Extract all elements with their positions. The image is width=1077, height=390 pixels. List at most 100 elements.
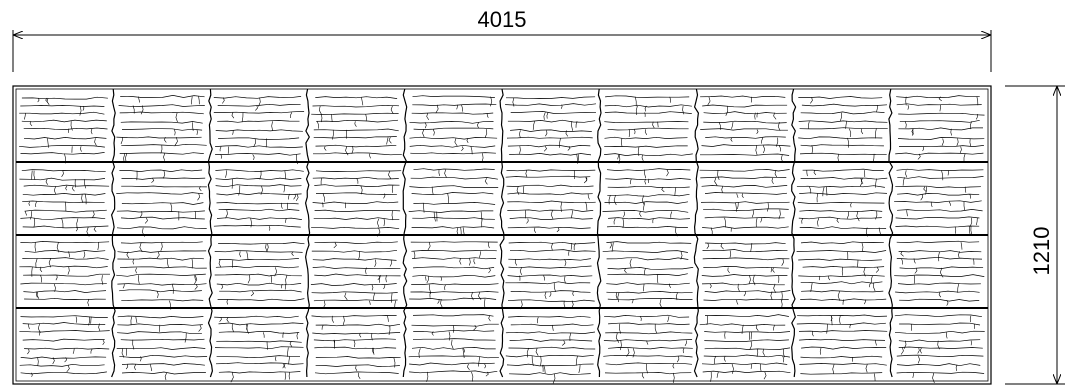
stone-crack [391,210,394,221]
stone-course-line [218,137,300,140]
stone-crack [976,113,978,120]
stone-course-line [120,121,203,124]
stone-course-line [22,193,106,196]
stone-crack [68,128,70,133]
stone-crack [460,227,462,235]
stone-course-line [509,217,593,220]
stone-course-line [216,340,302,343]
stone-course-line [215,145,303,148]
panel-column-joint [110,88,116,378]
stone-crack [83,251,86,259]
stone-crack [194,275,198,285]
stone-crack [628,129,631,138]
stone-crack [948,201,951,206]
stone-crack [756,129,759,134]
stone-crack [727,267,730,274]
stone-crack [166,258,169,268]
stone-course-line [894,200,982,203]
stone-crack [282,363,285,369]
stone-crack [140,211,143,218]
stone-crack [519,266,522,276]
stone-course-line [215,184,302,188]
stone-crack [860,178,864,185]
stone-crack [710,371,712,382]
stone-course-line [119,152,204,155]
stone-course-line [313,217,400,221]
stone-crack [90,348,93,354]
stone-crack [72,348,75,354]
stone-crack [35,201,37,208]
stone-course-line [119,169,203,172]
stone-course-line [505,281,591,285]
stone-crack [837,291,841,301]
stone-course-line [215,362,304,365]
stone-crack [737,283,740,292]
stone-crack [461,146,464,152]
stone-course-line [798,216,882,220]
stone-course-line [23,273,110,277]
stone-crack [385,275,387,283]
stone-crack [750,242,753,252]
stone-crack [865,364,868,373]
stone-crack [484,178,488,185]
stone-crack [230,372,234,383]
stone-course-line [120,241,203,244]
stone-crack [659,299,663,309]
stone-course-line [314,273,401,277]
stone-crack [534,227,536,234]
stone-crack [652,121,655,129]
stone-crack [37,97,40,103]
stone-crack [232,130,234,135]
stone-course-line [21,169,106,173]
stone-course-line [607,267,694,270]
stone-crack [836,217,839,223]
stone-crack [904,121,907,129]
stone-crack [841,267,843,276]
stone-crack [484,298,486,309]
stone-course-line [217,298,305,301]
stone-crack [956,138,959,147]
stone-crack [123,153,126,163]
stone-crack [250,291,254,297]
stone-crack [749,340,753,350]
stone-crack [741,193,744,198]
stone-course-line [896,103,982,106]
stone-crack [644,169,646,179]
stone-course-line [799,127,888,130]
stone-crack [955,364,958,371]
stone-crack [84,179,87,189]
stone-course-line [20,152,105,155]
stone-crack [654,323,657,334]
stone-course-line [410,152,496,155]
stone-pattern [16,88,988,384]
stone-course-line [896,240,980,243]
stone-course-line [699,169,790,172]
stone-course-line [897,282,981,285]
stone-course-line [799,152,887,156]
stone-course-line [413,127,494,130]
stone-crack [225,170,227,178]
stone-course-line [409,185,499,188]
stone-course-line [22,200,105,204]
stone-course-line [218,258,299,261]
stone-course-line [218,322,304,326]
stone-crack [94,138,97,147]
stone-crack [90,316,92,324]
stone-course-line [797,202,885,204]
stone-course-line [703,266,789,269]
stone-course-line [121,185,207,188]
stone-crack [917,347,920,354]
stone-course-line [802,266,885,268]
stone-course-line [799,210,883,213]
stone-course-line [313,152,402,156]
stone-crack [102,339,105,345]
stone-course-line [702,104,788,108]
stone-course-line [413,329,495,333]
stone-crack [365,267,367,275]
stone-course-line [19,363,105,367]
stone-crack [322,193,325,202]
stone-course-line [800,111,885,115]
stone-course-line [508,258,591,261]
width-dimension: 4015 [12,7,992,72]
stone-crack [101,275,104,285]
